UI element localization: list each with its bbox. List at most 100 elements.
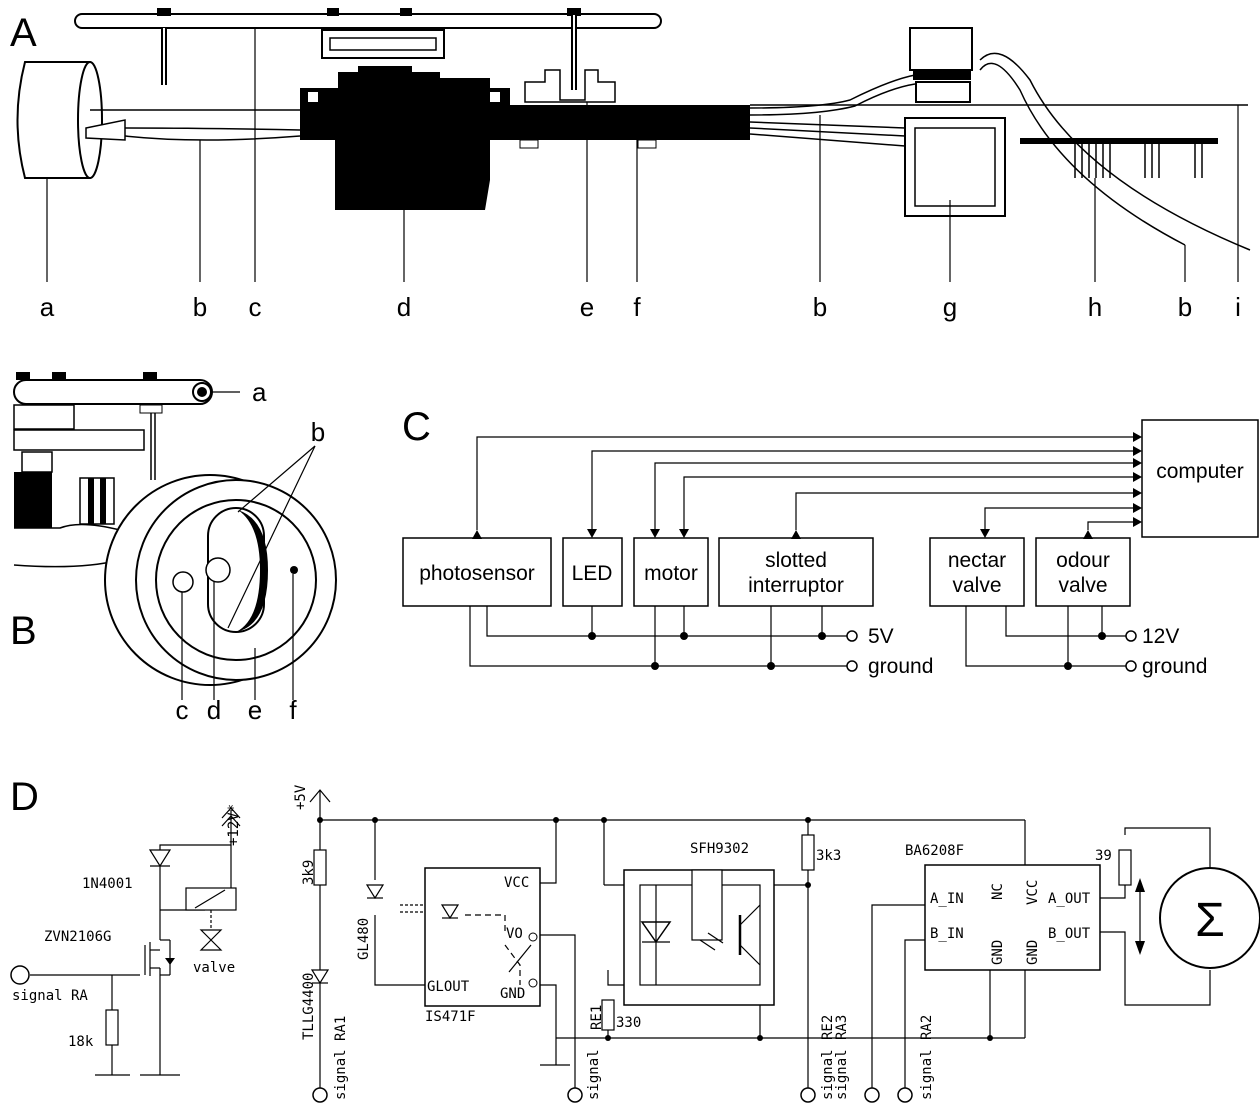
glout-label: GLOUT: [427, 979, 470, 995]
label-b-b: b: [311, 417, 325, 447]
motor-label: motor: [644, 562, 698, 585]
ground-label-2: ground: [1142, 655, 1207, 678]
panel-b: B a: [10, 372, 337, 725]
power-lines: [469, 606, 1126, 667]
3k3-label: 3k3: [816, 848, 841, 864]
valve-top: [909, 27, 973, 71]
photosensor-box: [402, 537, 552, 607]
label-b-c: c: [176, 695, 189, 725]
panel-d: D: [10, 775, 1260, 1103]
tube: [13, 379, 213, 405]
330-label: 330: [616, 1015, 641, 1031]
resistor-3k9: [313, 849, 327, 886]
resistor-18k-label: 18k: [68, 1034, 94, 1050]
nc-label: NC: [990, 883, 1006, 900]
gnd-a-label: GND: [990, 940, 1006, 965]
diode-label: 1N4001: [82, 876, 133, 892]
signal-re1-label: signal: [586, 1049, 602, 1100]
signal-ra1-label: signal RA1: [333, 1016, 349, 1100]
re1-label: RE1: [589, 1005, 605, 1030]
tllg4400-led: [310, 969, 330, 985]
sigma-symbol: Σ: [1195, 894, 1225, 947]
is471f-chip: [424, 867, 541, 1007]
39-label: 39: [1095, 848, 1112, 864]
label-a-i: i: [1235, 292, 1241, 322]
sensor-dot: [290, 566, 298, 574]
label-a-g: g: [943, 292, 957, 322]
leader-lines-a: [46, 28, 1239, 282]
panel-label-b: B: [10, 609, 37, 653]
terminal-re2[interactable]: [800, 1087, 816, 1103]
nectar-label: nectar: [948, 549, 1006, 572]
slotted-label: slotted: [765, 549, 827, 572]
circuit-board: [1020, 138, 1218, 144]
signal-lines: [476, 436, 1134, 530]
bolt: [157, 8, 171, 16]
resistor-330: [601, 999, 615, 1031]
hole: [172, 571, 194, 593]
terminal-re1[interactable]: [567, 1087, 583, 1103]
tllg4400-label: TLLG4400: [301, 973, 317, 1040]
label-a-b: b: [193, 292, 207, 322]
resistor-3k3: [801, 834, 815, 871]
computer-box: [1141, 419, 1259, 538]
ra2-label: RA2: [919, 1015, 935, 1040]
gl480-label: GL480: [356, 918, 372, 960]
odour-valve-box: [1035, 537, 1131, 607]
motor-box: [633, 537, 709, 607]
ba6208f-label: BA6208F: [905, 843, 964, 859]
label-b-e: e: [248, 695, 262, 725]
gnd-b-label: GND: [1025, 940, 1041, 965]
label-b-f: f: [289, 695, 297, 725]
label-a-d: d: [397, 292, 411, 322]
gl480-led: [365, 884, 385, 900]
re2-label: RE2: [820, 1015, 836, 1040]
label-a-c: c: [249, 292, 262, 322]
label-b-a: a: [252, 377, 267, 407]
terminal-in-a[interactable]: [864, 1087, 880, 1103]
label-a-b3: b: [1178, 292, 1192, 322]
5v-label: +5V: [293, 784, 309, 810]
panel-c: C computer photosensor LED motor slotted…: [402, 405, 1259, 678]
odour-valve-label: valve: [1058, 574, 1107, 597]
valve-symbol: [199, 929, 223, 951]
terminal-ra1[interactable]: [312, 1087, 328, 1103]
panel-a: A: [10, 8, 1251, 322]
is471f-label: IS471F: [425, 1009, 476, 1025]
computer-label: computer: [1156, 460, 1244, 483]
mosfet-label: ZVN2106G: [44, 929, 111, 945]
5v-label: 5V: [868, 625, 894, 648]
vo-label: VO: [506, 926, 523, 942]
a-out-label: A_OUT: [1048, 891, 1091, 907]
terminal-ra2[interactable]: [897, 1087, 913, 1103]
a-in-label: A_IN: [930, 891, 964, 907]
12v-star-label: +12V*: [226, 804, 242, 846]
sfh9302-label: SFH9302: [690, 841, 749, 857]
interruptor-label: interruptor: [748, 574, 844, 597]
signal-ra-label: signal RA: [12, 988, 88, 1004]
diode-symbol: [148, 849, 172, 868]
nectar-valve-label: valve: [952, 574, 1001, 597]
b-out-label: B_OUT: [1048, 926, 1091, 942]
ra3-label: RA3: [834, 1015, 850, 1040]
label-a-b2: b: [813, 292, 827, 322]
signal-ra-terminal[interactable]: [10, 965, 30, 985]
12v-label: 12V: [1142, 625, 1179, 648]
top-plate: [74, 13, 662, 29]
vcc2-label: VCC: [1025, 880, 1041, 905]
b-in-label: B_IN: [930, 926, 964, 942]
nectar-valve-box: [929, 537, 1025, 607]
signal-ra3-label: signal: [834, 1049, 850, 1100]
ba6208f-chip: [924, 864, 1101, 971]
motor: [300, 66, 750, 210]
panel-label-c: C: [402, 405, 431, 449]
cable: [749, 74, 916, 109]
panel-label-a: A: [10, 11, 37, 55]
slotted-interruptor-box: [718, 537, 874, 607]
label-a-f: f: [633, 292, 641, 322]
led-box: [562, 537, 623, 607]
valve-label: valve: [193, 960, 235, 976]
slotted-interruptor: [524, 69, 616, 103]
label-b-d: d: [207, 695, 221, 725]
